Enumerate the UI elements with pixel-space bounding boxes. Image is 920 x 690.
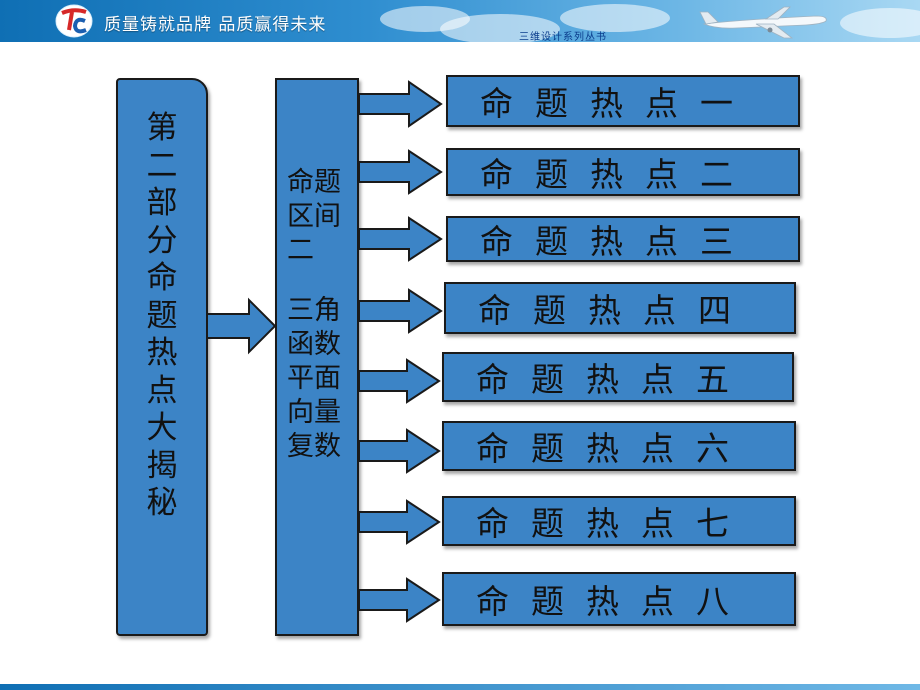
hot-point-1[interactable]: 命题热点一 bbox=[446, 75, 800, 127]
hot-point-8[interactable]: 命题热点八 bbox=[442, 572, 796, 626]
cloud-decoration bbox=[840, 8, 920, 38]
series-title: 三维设计系列丛书 bbox=[519, 32, 607, 42]
arrow-right-icon bbox=[358, 577, 441, 623]
topic-text: 命题区间二 三角函数平面向量复数 bbox=[287, 166, 347, 464]
topic-title: 命题区间二 bbox=[287, 167, 341, 266]
hot-point-6[interactable]: 命题热点六 bbox=[442, 421, 796, 471]
hot-point-5[interactable]: 命题热点五 bbox=[442, 352, 794, 402]
arrow-right-icon bbox=[358, 499, 441, 545]
brand-logo-icon bbox=[55, 4, 93, 38]
arrow-right-icon bbox=[358, 149, 443, 195]
hot-point-2[interactable]: 命题热点二 bbox=[446, 148, 800, 196]
hot-point-7[interactable]: 命题热点七 bbox=[442, 496, 796, 546]
brand-slogan: 质量铸就品牌 品质赢得未来 bbox=[104, 15, 327, 35]
arrow-right-icon bbox=[358, 358, 441, 404]
section-title: 第二部分 命题热点大揭秘 bbox=[146, 110, 178, 521]
arrow-right-icon bbox=[358, 216, 443, 262]
topic-box: 命题区间二 三角函数平面向量复数 bbox=[275, 78, 359, 636]
header-banner: 质量铸就品牌 品质赢得未来 三维设计系列丛书 bbox=[0, 0, 920, 42]
arrow-right-icon bbox=[358, 80, 443, 128]
airplane-icon bbox=[699, 6, 827, 39]
arrow-right-icon bbox=[358, 288, 443, 334]
section-title-box: 第二部分 命题热点大揭秘 bbox=[116, 78, 208, 636]
topic-subtitle: 三角函数平面向量复数 bbox=[287, 295, 341, 462]
cloud-decoration bbox=[560, 4, 670, 32]
hot-point-3[interactable]: 命题热点三 bbox=[446, 216, 800, 262]
hot-point-4[interactable]: 命题热点四 bbox=[444, 282, 796, 334]
footer-bar bbox=[0, 684, 920, 690]
cloud-decoration bbox=[440, 14, 560, 42]
arrow-right-icon bbox=[206, 297, 277, 355]
arrow-right-icon bbox=[358, 428, 441, 474]
